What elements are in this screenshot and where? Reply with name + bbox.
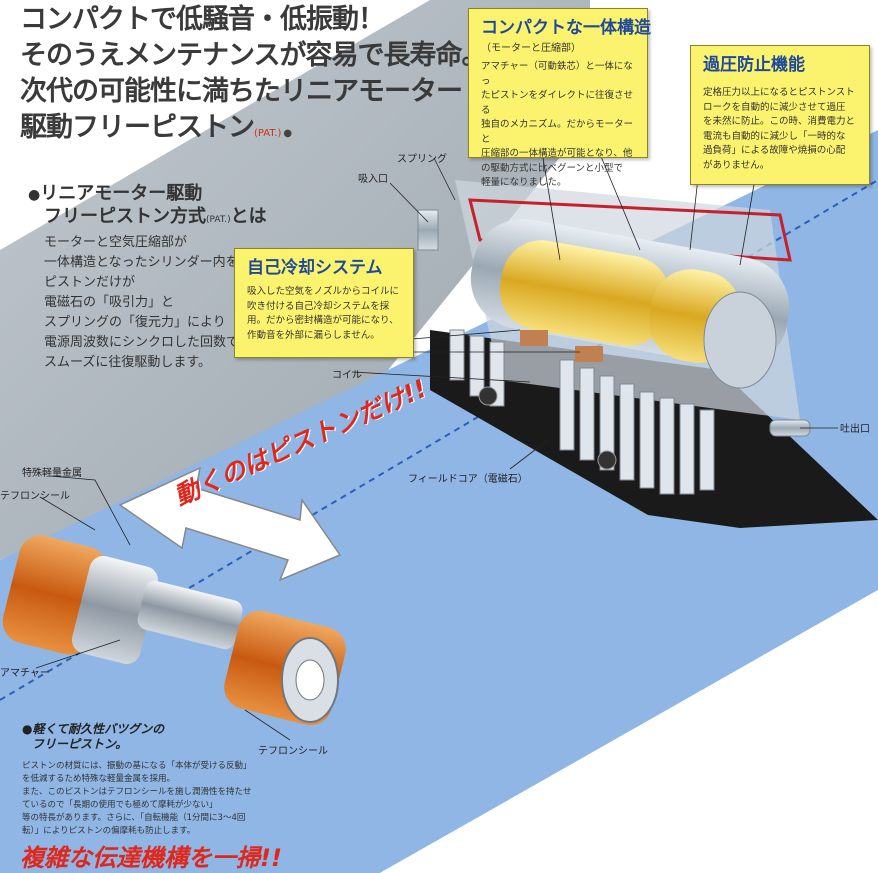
label-field-core: フィールドコア（電磁石） (408, 474, 528, 485)
piston-note-title-line-2: フリーピストン。 (32, 737, 128, 751)
double-arrow-icon (118, 466, 342, 582)
label-coil: コイル (332, 370, 362, 381)
label-teflon-seal-bottom: テフロンシール (258, 746, 328, 757)
label-discharge: 吐出口 (840, 424, 870, 435)
compressor-illustration (417, 180, 811, 495)
label-armature: アマチャー (0, 668, 50, 679)
piston-note-text: ピストンの材質には、振動の基になる「本体が受ける反動」 を低減するため特殊な軽量… (22, 761, 252, 836)
headline-line-4: 駆動フリーピストン(PAT.) (20, 110, 450, 152)
slogan-mechanism: 複雑な伝達機構を一掃!! (20, 844, 282, 872)
headline-line-1: コンパクトで低騒音・低振動！ (20, 4, 385, 35)
headline-line-4-text: 駆動フリーピストン (20, 112, 255, 143)
intro-title-suffix: とは (230, 206, 267, 227)
piston-note: ●軽くて耐久性バツグンの フリーピストン。 (22, 722, 272, 752)
intro-title-line-1: リニアモーター駆動 (40, 183, 203, 204)
headline-line-3: 次代の可能性に満ちたリニアモーター (20, 76, 463, 107)
callout-cooling: 自己冷却システム 吸入した空気をノズルからコイルに 吹き付ける自己冷却システムを… (234, 248, 414, 358)
callout-compact-title: コンパクトな一体構造 (481, 18, 651, 38)
label-special-metal: 特殊軽量金属 (22, 468, 82, 479)
label-spring: スプリング (397, 154, 447, 165)
callout-compact-subtitle: （モーターと圧縮部） (481, 43, 581, 54)
callout-overpressure-text: 定格圧力以上になるとピストンスト ロークを自動的に減少させて過圧 を未然に防止。… (703, 87, 856, 171)
headline: コンパクトで低騒音・低振動！ そのうえメンテナンスが容易で長寿命。 次代の可能性… (20, 2, 488, 152)
callout-compact-text: アマチャー（可動鉄芯）と一体になっ たピストンをダイレクトに往復させる 独自のメ… (481, 61, 634, 188)
label-teflon-seal-top: テフロンシール (0, 491, 70, 502)
headline-pat-mark: (PAT.) (254, 128, 292, 139)
callout-cooling-text: 吸入した空気をノズルからコイルに 吹き付ける自己冷却システムを採 用。だから密封… (247, 286, 400, 341)
bullet-icon: ● (22, 722, 33, 736)
piston-note-title-line-1: ●軽くて耐久性バツグンの (22, 722, 272, 737)
intro-title-2: フリーピストン方式(PAT.)とは (28, 206, 278, 231)
piston-note-title-line-1-text: 軽くて耐久性バツグンの (32, 722, 165, 736)
intro-title: ●リニアモーター駆動 (28, 183, 278, 206)
headline-line-2: そのうえメンテナンスが容易で長寿命。 (20, 40, 488, 71)
intro-section: ●リニアモーター駆動 フリーピストン方式(PAT.)とは モーターと空気圧縮部が… (28, 183, 278, 373)
bullet-icon: ● (28, 187, 41, 203)
callout-compact: コンパクトな一体構造 （モーターと圧縮部） アマチャー（可動鉄芯）と一体になっ … (468, 8, 651, 188)
intro-body: モーターと空気圧縮部が 一体構造となったシリンダー内を ピストンだけが 電磁石の… (44, 235, 240, 370)
callout-overpressure: 過圧防止機能 定格圧力以上になるとピストンスト ロークを自動的に減少させて過圧 … (690, 45, 870, 185)
callout-overpressure-title: 過圧防止機能 (703, 55, 805, 75)
piston-note-title: ●軽くて耐久性バツグンの フリーピストン。 (22, 722, 272, 752)
callout-cooling-title: 自己冷却システム (247, 258, 383, 278)
label-intake: 吸入口 (358, 174, 388, 185)
intro-title-line-2: フリーピストン方式 (44, 206, 206, 227)
intro-pat-mark: (PAT.) (206, 215, 231, 225)
piston-illustration (2, 535, 346, 726)
